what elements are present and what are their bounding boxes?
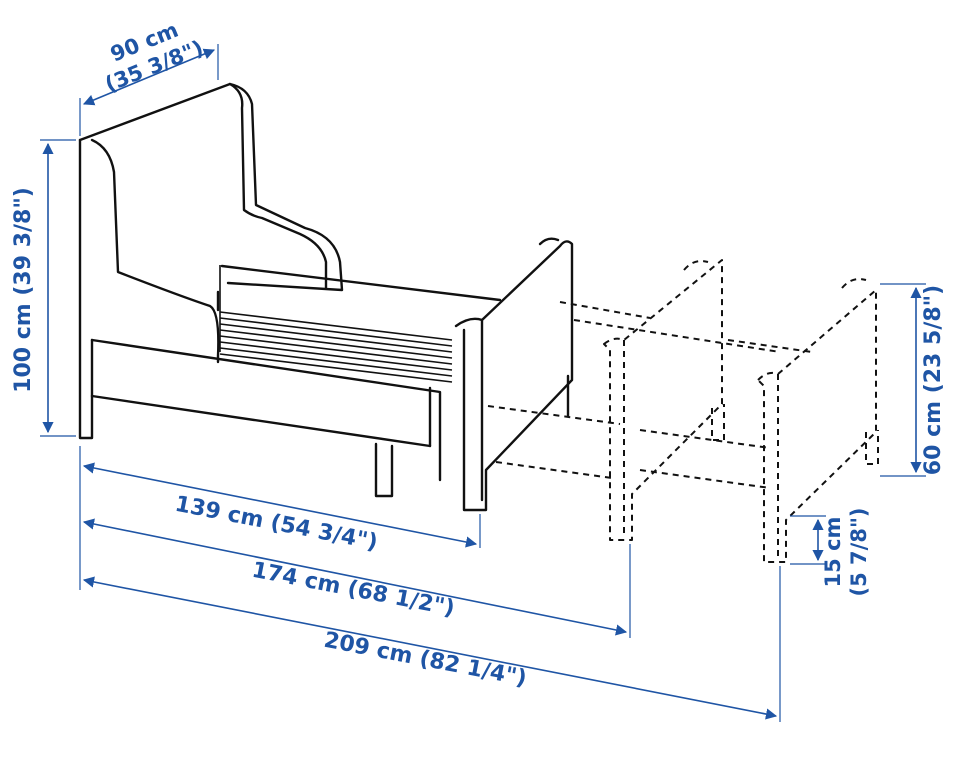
footboard-height-label: 60 cm (23 5/8") — [921, 285, 946, 475]
height-total-label: 100 cm (39 3/8") — [11, 187, 36, 393]
extension-drawing — [487, 259, 879, 563]
leg-height-inch-label: (5 7/8") — [847, 508, 871, 597]
dimension-lines — [40, 44, 926, 722]
length-174-label: 174 cm (68 1/2") — [250, 558, 457, 622]
bed-drawing — [78, 82, 574, 512]
leg-height-cm-label: 15 cm — [821, 517, 845, 588]
length-209-label: 209 cm (82 1/4") — [322, 628, 529, 692]
